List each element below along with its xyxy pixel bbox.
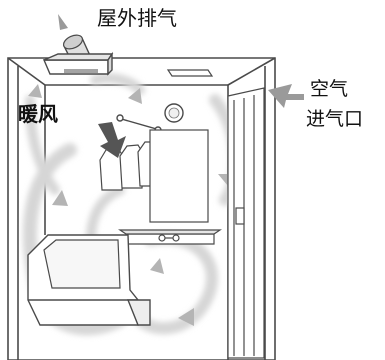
flow-arrow-left [52, 190, 68, 206]
air-intake-label-line1: 空气 [310, 78, 349, 100]
door-handle [235, 207, 245, 225]
counter-shelf [118, 229, 222, 245]
shower-door [227, 87, 265, 359]
wall-mirror [149, 129, 209, 223]
faucet-knob-left [158, 234, 166, 242]
warm-air-label: 暖风 [18, 102, 58, 126]
flow-arrow-mid [150, 258, 164, 274]
bathtub [27, 234, 151, 326]
exhaust-label: 屋外排气 [97, 6, 177, 30]
exhaust-arrow [58, 14, 68, 30]
flow-arrow-ceiling [128, 88, 142, 104]
wall-light [164, 103, 184, 123]
flow-arrow-floor [178, 308, 194, 326]
ceiling-fan-unit [42, 51, 114, 76]
air-intake-arrow [268, 84, 304, 108]
warm-air-arrow [98, 122, 126, 158]
ceiling-light [166, 69, 214, 77]
faucet-knob-right [172, 234, 180, 242]
air-intake-label-line2: 进气口 [306, 108, 364, 130]
flow-arrow-upper-left [28, 84, 42, 98]
